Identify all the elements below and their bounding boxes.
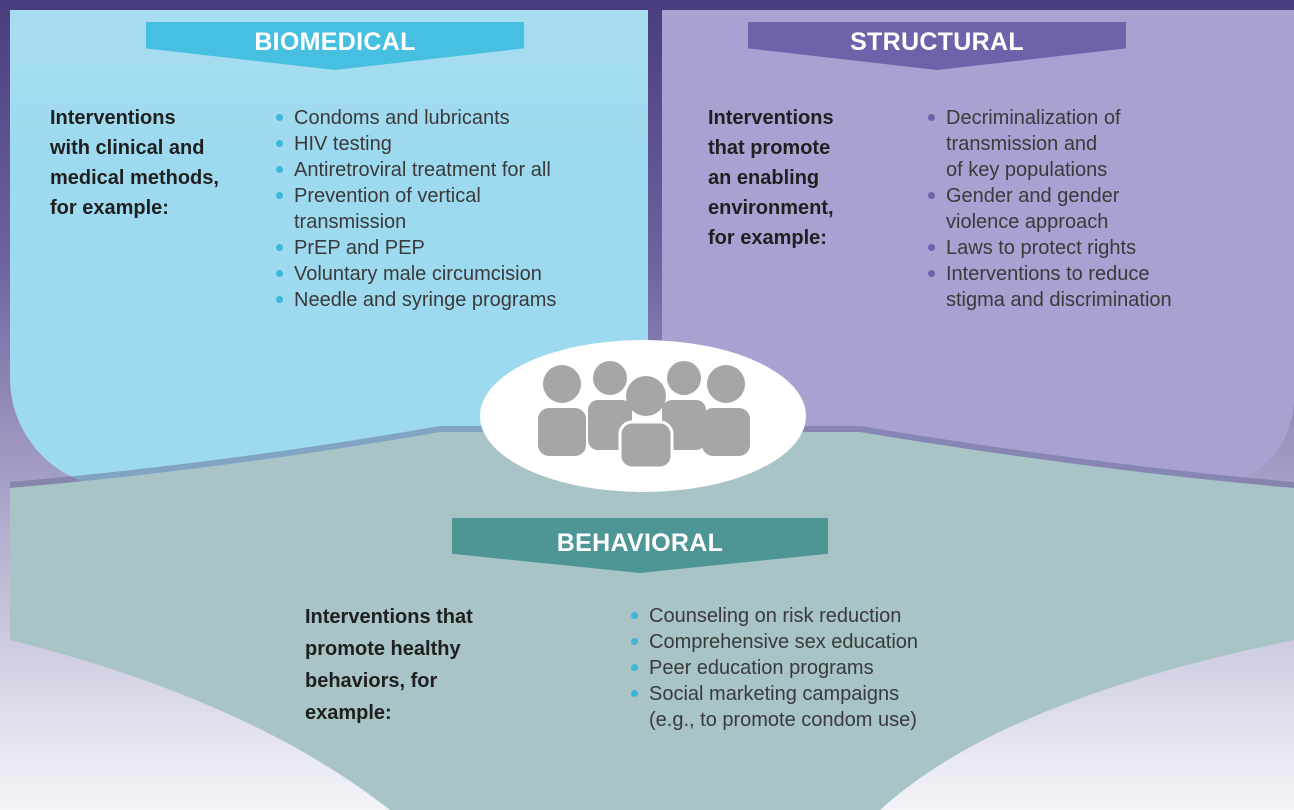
lead-line: Interventions that — [305, 606, 473, 628]
list-item: PrEP and PEP — [274, 235, 556, 261]
lead-line: with clinical and — [50, 137, 205, 159]
list-item: Antiretroviral treatment for all — [274, 157, 556, 183]
lead-line: medical methods, — [50, 167, 219, 189]
lead-line: behaviors, for — [305, 670, 438, 692]
biomedical-panel — [10, 10, 648, 488]
lead-line: Interventions — [708, 107, 834, 129]
list-item: Counseling on risk reduction — [629, 603, 918, 629]
lead-line: promote healthy — [305, 638, 461, 660]
behavioral-lead: Interventions that promote healthy behav… — [305, 601, 473, 729]
list-item: Condoms and lubricants — [274, 105, 556, 131]
list-item: HIV testing — [274, 131, 556, 157]
behavioral-list: Counseling on risk reduction Comprehensi… — [629, 603, 918, 733]
lead-line: an enabling — [708, 167, 820, 189]
lead-line: example: — [305, 702, 392, 724]
lead-line: environment, — [708, 197, 834, 219]
list-item: Peer education programs — [629, 655, 918, 681]
lead-line: Interventions — [50, 107, 176, 129]
biomedical-list: Condoms and lubricants HIV testing Antir… — [274, 105, 556, 313]
list-item: Laws to protect rights — [926, 235, 1172, 261]
list-item: Social marketing campaigns(e.g., to prom… — [629, 681, 918, 733]
list-item: Comprehensive sex education — [629, 629, 918, 655]
lead-line: that promote — [708, 137, 831, 159]
lead-line: for example: — [708, 227, 827, 249]
structural-lead: Interventions that promote an enabling e… — [708, 103, 834, 253]
list-item: Needle and syringe programs — [274, 287, 556, 313]
list-item: Voluntary male circumcision — [274, 261, 556, 287]
lead-line: for example: — [50, 197, 169, 219]
biomedical-lead: Interventions with clinical and medical … — [50, 103, 219, 223]
people-group-icon — [538, 361, 750, 470]
